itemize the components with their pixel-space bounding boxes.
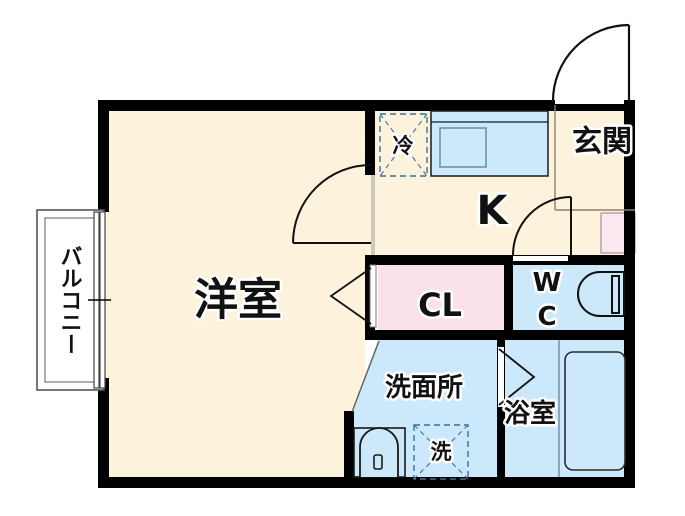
wall-left-lower — [98, 378, 109, 488]
refrigerator-diag-2 — [379, 113, 428, 177]
living-kitchen-door-swing — [292, 164, 372, 244]
wall-closet-bottom — [365, 330, 635, 340]
toilet-tank — [611, 275, 620, 314]
wc-label-line1: W — [533, 268, 562, 298]
kitchen-label: K — [477, 188, 510, 234]
kitchen-sink-basin — [439, 127, 487, 168]
washer-label: 洗 — [431, 440, 452, 464]
balcony-label: バルコニー — [57, 245, 82, 355]
closet-folding-doors — [329, 264, 377, 328]
washroom-entry-edge — [351, 340, 380, 413]
washroom-label: 洗面所 — [385, 373, 463, 403]
wall-kitchen-lower — [365, 255, 635, 265]
wall-entrance-left-jamb — [548, 100, 555, 111]
wall-washroom-left — [344, 411, 354, 483]
wash-basin-bowl — [359, 427, 399, 477]
bathroom-label: 浴室 — [504, 398, 556, 429]
closet-door-chevron — [329, 267, 372, 325]
living-room-floor — [103, 105, 365, 483]
refrigerator-label: 冷 — [393, 134, 414, 158]
kitchen-sink-counter — [430, 110, 549, 177]
wall-bottom — [98, 477, 635, 488]
entrance-door-swing — [551, 23, 631, 102]
closet-floor — [378, 262, 504, 330]
bathroom-door-opening — [498, 347, 504, 407]
closet-door-track — [369, 264, 377, 328]
wall-right — [624, 100, 635, 488]
toilet-fixture — [576, 271, 625, 317]
washer-diag-2 — [413, 424, 469, 480]
wash-basin-fixture — [353, 427, 406, 478]
bathroom-folding-door — [498, 348, 536, 406]
wall-washroom-bathroom — [497, 340, 505, 483]
wc-door-arc — [512, 196, 572, 256]
entrance-label: 玄関 — [572, 125, 632, 160]
wall-left-upper — [98, 100, 109, 212]
entrance-door-arc — [551, 23, 630, 102]
washer-box — [413, 424, 469, 480]
bathroom-door-chevron — [498, 348, 536, 406]
bathtub-fixture — [558, 340, 626, 477]
entrance-threshold — [553, 100, 635, 104]
refrigerator-space: 冷 — [379, 113, 428, 177]
balcony-group: バルコニー — [36, 209, 111, 391]
wall-closet-wc — [504, 255, 513, 340]
entrance-floor — [555, 105, 635, 210]
washing-machine-space: 洗 — [413, 424, 469, 480]
bathtub-outline — [564, 351, 626, 471]
wall-living-kitchen-upper — [365, 100, 375, 175]
wall-living-kitchen-opening — [371, 175, 375, 255]
living-room-label: 洋室 — [194, 275, 282, 326]
wc-door-threshold — [512, 256, 568, 261]
closet-label: CL — [418, 286, 462, 324]
refrigerator-box — [379, 113, 428, 177]
living-kitchen-door-arc — [292, 164, 372, 244]
wc-door-swing — [512, 196, 572, 256]
wc-label-line2: C — [537, 302, 556, 332]
wash-basin-faucet — [373, 454, 383, 470]
